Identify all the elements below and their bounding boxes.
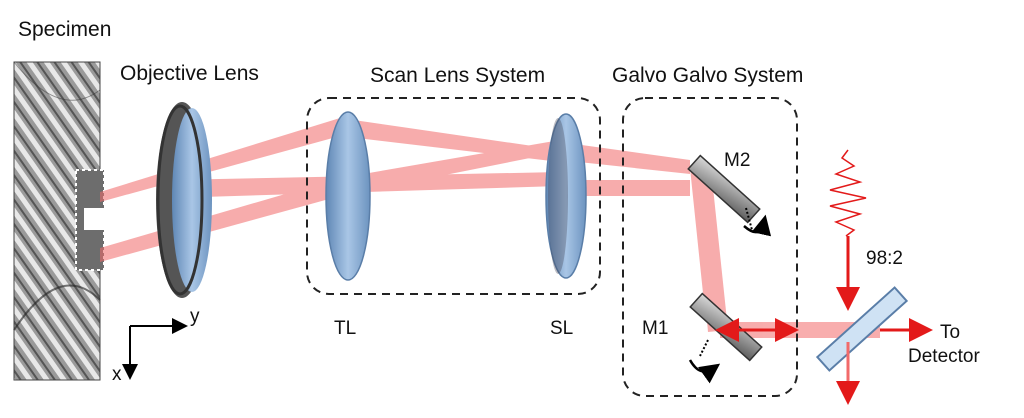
- scan-lens-system-box: [306, 97, 601, 295]
- objective-lens: [156, 102, 212, 298]
- scan-lens: [545, 113, 587, 279]
- laser-pulse-icon: [829, 149, 867, 237]
- to-label: To: [940, 322, 960, 343]
- axis-y-label: y: [190, 306, 200, 327]
- m2-label: M2: [724, 150, 750, 171]
- objective-lens-label: Objective Lens: [120, 62, 259, 85]
- specimen-label: Specimen: [18, 18, 111, 41]
- tube-lens: [325, 111, 371, 281]
- beam-splitter: [815, 286, 909, 372]
- detector-label: Detector: [908, 346, 980, 367]
- splitter-ratio-label: 98:2: [866, 248, 903, 269]
- specimen: [13, 61, 105, 381]
- scan-lens-system-label: Scan Lens System: [370, 64, 545, 87]
- galvo-system-label: Galvo Galvo System: [612, 64, 803, 87]
- tl-label: TL: [334, 318, 356, 339]
- galvo-system-box: [622, 97, 798, 397]
- axis-x-label: x: [112, 364, 122, 385]
- m1-label: M1: [642, 318, 668, 339]
- sl-label: SL: [550, 318, 573, 339]
- mirror-m2: [687, 154, 772, 237]
- axis-indicator: [122, 318, 188, 380]
